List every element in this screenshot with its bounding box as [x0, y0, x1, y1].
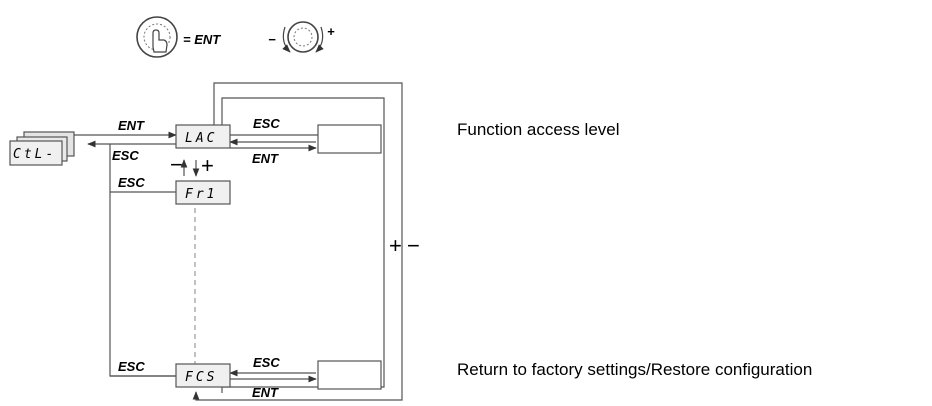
menu-connector-lines	[74, 82, 403, 401]
ent-label-lac: ENT	[252, 151, 279, 166]
ent-label-parent: ENT	[118, 118, 145, 133]
plus-label-loop: +	[389, 233, 402, 258]
menu-display-lac[interactable]	[175, 124, 231, 149]
menu-code-fcs: FCS	[185, 370, 217, 385]
minus-label-lac: −	[170, 152, 183, 177]
esc-label-fcs: ESC	[253, 355, 280, 370]
lac-sub-display	[317, 124, 382, 154]
fcs-sub-display	[317, 360, 382, 390]
ent-label-fcs: ENT	[252, 385, 279, 400]
jog-dial-rotate-icon	[282, 21, 324, 53]
ent-symbol-label: = ENT	[183, 32, 221, 47]
rotate-plus-label: +	[327, 24, 335, 39]
description-function-access-level: Function access level	[457, 120, 620, 139]
description-factory-settings: Return to factory settings/Restore confi…	[457, 360, 813, 379]
rotate-minus-label: −	[268, 32, 276, 47]
parent-menu-display	[9, 131, 75, 166]
menu-display-fcs[interactable]	[175, 363, 231, 388]
esc-label-lac: ESC	[253, 116, 280, 131]
menu-code-lac: LAC	[185, 131, 217, 146]
menu-code-fr1: Fr1	[185, 187, 217, 202]
esc-label-fcs-parent: ESC	[118, 359, 145, 374]
esc-label-parent: ESC	[112, 148, 139, 163]
menu-display-fr1[interactable]	[175, 180, 231, 205]
parent-menu-code: CtL-	[13, 147, 56, 162]
esc-label-fr1: ESC	[118, 175, 145, 190]
plus-label-lac: +	[201, 153, 214, 178]
jog-dial-press-icon	[136, 16, 178, 58]
minus-label-loop: −	[407, 233, 420, 258]
